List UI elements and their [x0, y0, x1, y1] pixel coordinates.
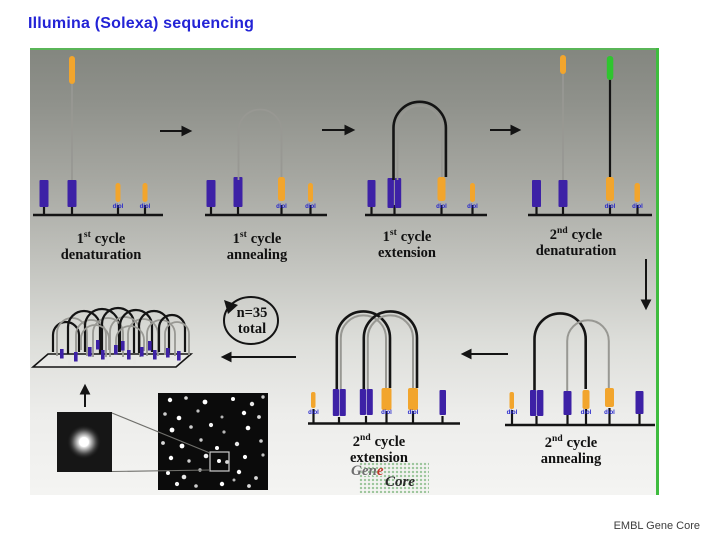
figure-right-edge [656, 48, 659, 495]
diol-label: diol [436, 204, 447, 210]
clusters-microscopy-image [158, 393, 268, 490]
bridge-template-strand [237, 108, 283, 180]
cycle-arrow-icon [223, 296, 279, 345]
bridge-template-strand [396, 104, 443, 180]
diol-label: diol [604, 410, 615, 416]
bridge-template-strand [366, 314, 414, 389]
diol-label: diol [113, 204, 124, 210]
genecore-logo-texture [359, 462, 429, 493]
diol-label: diol [507, 410, 518, 416]
cluster-arcs [51, 306, 190, 365]
figure-canvas: diol diol diol diol diol d [30, 55, 655, 490]
genecore-logo: Gene Core [349, 462, 437, 494]
bridge-amplification-figure: diol diol diol diol diol d [30, 48, 659, 495]
panel-2-annealing-graphic: diol diol [205, 108, 327, 217]
diol-label: diol [581, 410, 592, 416]
panel-3-extension-graphic: diol diol [365, 100, 487, 217]
callout-line [111, 412, 211, 454]
diol-label: diol [305, 204, 316, 210]
footer-credit: EMBL Gene Core [613, 520, 700, 532]
diol-label: diol [308, 410, 319, 416]
bridge-new-strand [533, 312, 587, 390]
cluster-zoom-image [57, 412, 112, 472]
diol-label: diol [381, 410, 392, 416]
diol-label: diol [140, 204, 151, 210]
cycle-count-note: n=35 total [236, 305, 268, 337]
bridge-new-strand [362, 310, 419, 389]
bridge-new-strand [335, 310, 392, 389]
panel-4-denaturation-graphic: diol diol [528, 55, 652, 217]
bridge-new-strand [392, 100, 448, 180]
bridge-template-strand [566, 319, 610, 391]
diol-label: diol [632, 204, 643, 210]
bridge-template-strand [339, 314, 387, 389]
callout-line [111, 469, 211, 473]
panel-6-extension-graphic: diol diol diol [308, 310, 460, 425]
diol-label: diol [276, 204, 287, 210]
panel-5-annealing-graphic: diol diol diol [505, 312, 655, 427]
cluster-dots [161, 395, 265, 488]
diol-label: diol [605, 204, 616, 210]
diol-label: diol [408, 410, 419, 416]
cluster-lawn-graphic [30, 306, 194, 368]
highlight-square [209, 451, 230, 472]
figure-top-edge [30, 48, 659, 50]
page-title: Illumina (Solexa) sequencing [28, 15, 255, 32]
panel-1-denaturation-graphic: diol diol [33, 56, 163, 217]
diol-label: diol [467, 204, 478, 210]
